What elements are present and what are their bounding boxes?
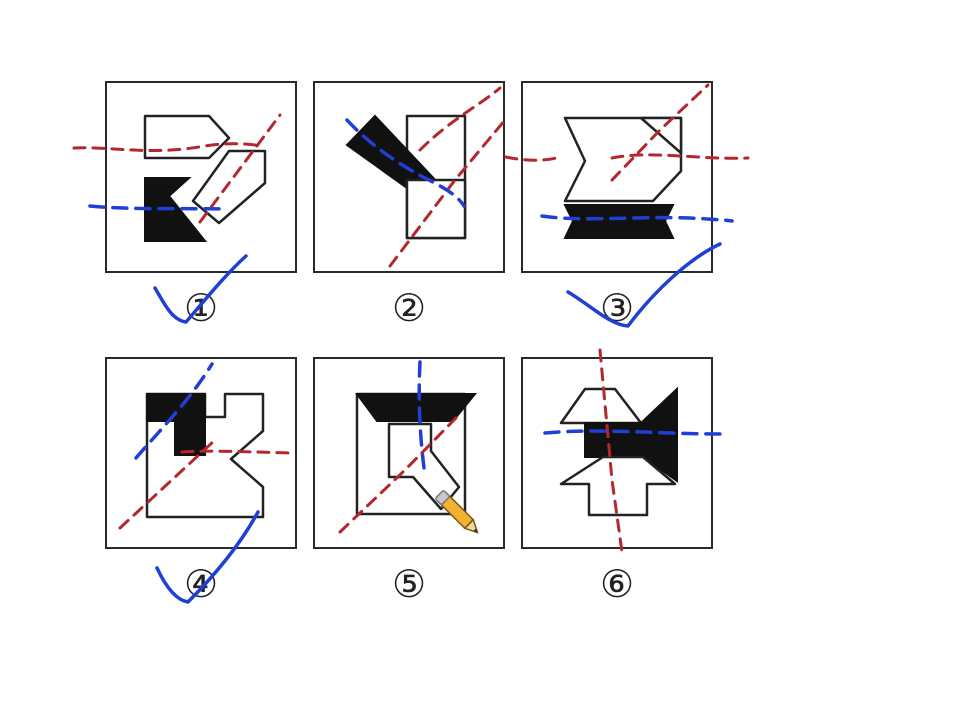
figure-2-panel (313, 81, 505, 273)
figure-1-drawing (143, 114, 267, 242)
figure-1-white-shape (143, 114, 231, 160)
figure-3-drawing (563, 116, 683, 239)
figure-4-label: ④ (183, 562, 219, 606)
figure-2-drawing (345, 114, 467, 240)
figure-2-white-overlap (405, 178, 467, 240)
figure-3-panel (521, 81, 713, 273)
figure-3-black-shape (563, 204, 675, 239)
figure-5-label: ⑤ (391, 562, 427, 606)
figure-1-tilted-shape (191, 149, 267, 225)
figure-6-top-shape (559, 387, 643, 425)
figure-6-label: ⑥ (599, 562, 635, 606)
figure-3-label: ③ (599, 286, 635, 330)
figure-6-panel (521, 357, 713, 549)
figure-1-panel (105, 81, 297, 273)
figure-4-drawing (145, 392, 265, 519)
figure-5-black-shape (355, 393, 478, 422)
figure-1-black-shape (144, 177, 208, 242)
figure-5-drawing (355, 392, 478, 516)
figure-4-panel (105, 357, 297, 549)
figure-2-label: ② (391, 286, 427, 330)
figure-5-panel (313, 357, 505, 549)
figure-6-drawing (559, 386, 678, 517)
figure-1-label: ① (183, 286, 219, 330)
